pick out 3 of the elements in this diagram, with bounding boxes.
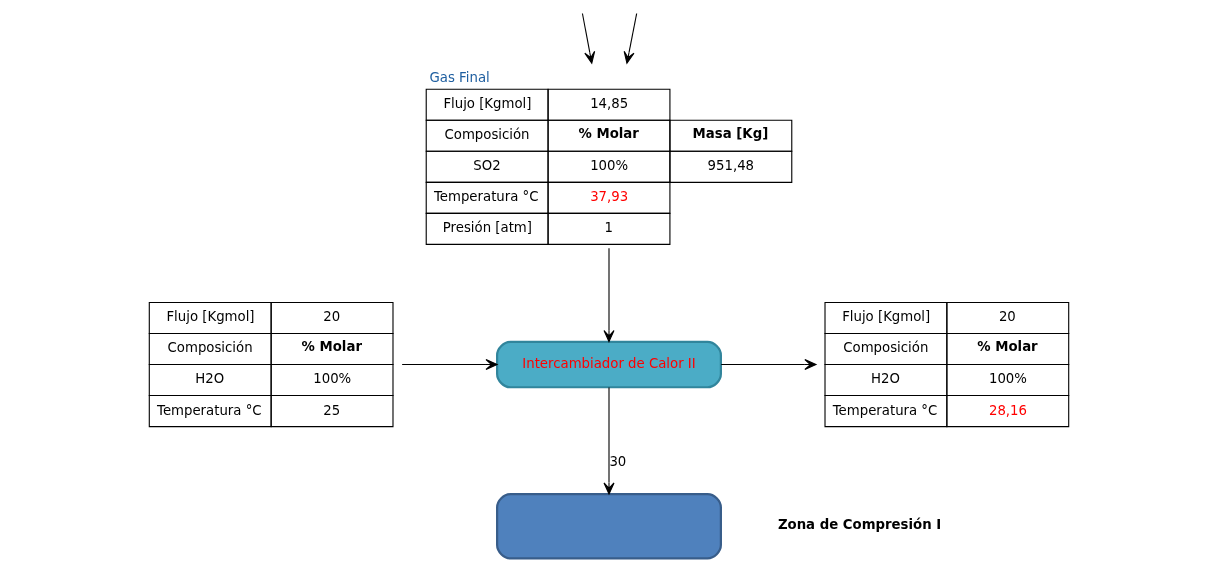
label: Zona de Compresión I bbox=[777, 516, 942, 532]
edge-label: 30 bbox=[609, 454, 627, 470]
node-label: Gas Final bbox=[429, 70, 490, 86]
